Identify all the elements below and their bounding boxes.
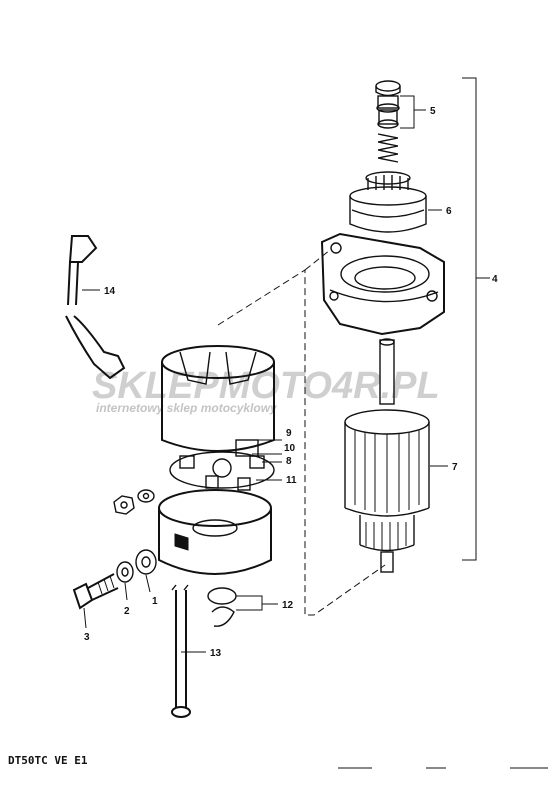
callout-labels: 1 2 3 4 5 6 7 8 9 10 11 12 13 14 <box>84 106 498 659</box>
part-12-clip <box>207 587 237 627</box>
watermark-tagline: internetowy sklep motocyklowy <box>96 401 278 415</box>
callout-9: 9 <box>286 428 292 439</box>
callout-11: 11 <box>286 475 297 486</box>
callout-1: 1 <box>152 596 158 607</box>
part-13-through-bolt <box>171 584 191 718</box>
watermark-brand: SKLEPMOTO4R.PL <box>92 365 440 407</box>
watermark: SKLEPMOTO4R.PL internetowy sklep motocyk… <box>92 365 440 415</box>
yoke-cylinder <box>161 345 275 452</box>
callout-2: 2 <box>124 606 130 617</box>
part-7-armature <box>344 338 430 573</box>
part-5-stopper-spring <box>375 80 401 163</box>
dashed-enclosure <box>217 249 386 616</box>
callout-14: 14 <box>104 286 116 297</box>
assembly-4-bracket <box>462 77 490 561</box>
callout-13: 13 <box>210 648 222 659</box>
callout-7: 7 <box>452 462 458 473</box>
front-housing <box>320 232 445 336</box>
part-3-bolt <box>72 573 119 610</box>
callout-6: 6 <box>446 206 452 217</box>
callout-3: 3 <box>84 632 90 643</box>
part-14-lead-wire <box>65 235 126 380</box>
diagram-caption: DT50TC VE E1 <box>8 754 88 767</box>
callout-5: 5 <box>430 106 436 117</box>
callout-8: 8 <box>286 456 292 467</box>
rear-end-cap <box>158 489 272 575</box>
callout-leaders <box>82 95 448 653</box>
callout-4: 4 <box>492 274 498 285</box>
part-6-pinion <box>349 171 427 233</box>
callout-12: 12 <box>282 600 294 611</box>
callout-10: 10 <box>284 443 296 454</box>
hardware-nut-washers <box>113 489 157 583</box>
brush-plate <box>169 439 275 491</box>
